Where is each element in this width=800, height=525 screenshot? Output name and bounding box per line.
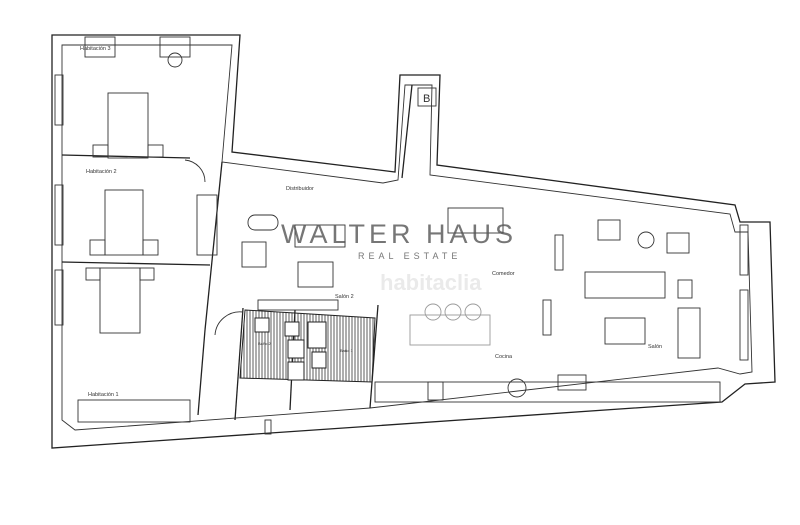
- room-label-habitacion3: Habitación 3: [80, 46, 111, 52]
- furniture: [77, 36, 721, 423]
- room-label-cocina: Cocina: [495, 354, 513, 360]
- room-label-distribuidor: Distribuidor: [286, 186, 314, 192]
- room-label-habitacion1: Habitación 1: [88, 392, 119, 398]
- elevator-label: B: [423, 93, 430, 105]
- portal-watermark: habitaclia: [380, 270, 482, 295]
- inner-wall: [61, 44, 753, 431]
- room-label-habitacion2: Habitación 2: [86, 169, 117, 175]
- tagline-watermark: REAL ESTATE: [358, 251, 461, 261]
- bathrooms: [239, 299, 376, 383]
- room-label-bano1: Baño 1: [340, 348, 353, 353]
- kitchen-island: [409, 303, 491, 346]
- room-label-salon: Salón: [648, 344, 662, 350]
- windows: [54, 74, 749, 435]
- brand-watermark: WALTER HAUS: [281, 219, 517, 249]
- room-label-comedor: Comedor: [492, 271, 515, 277]
- room-label-salon2: Salón 2: [335, 294, 354, 300]
- room-label-bano2: Baño 2: [258, 341, 271, 346]
- outer-wall: [51, 34, 776, 449]
